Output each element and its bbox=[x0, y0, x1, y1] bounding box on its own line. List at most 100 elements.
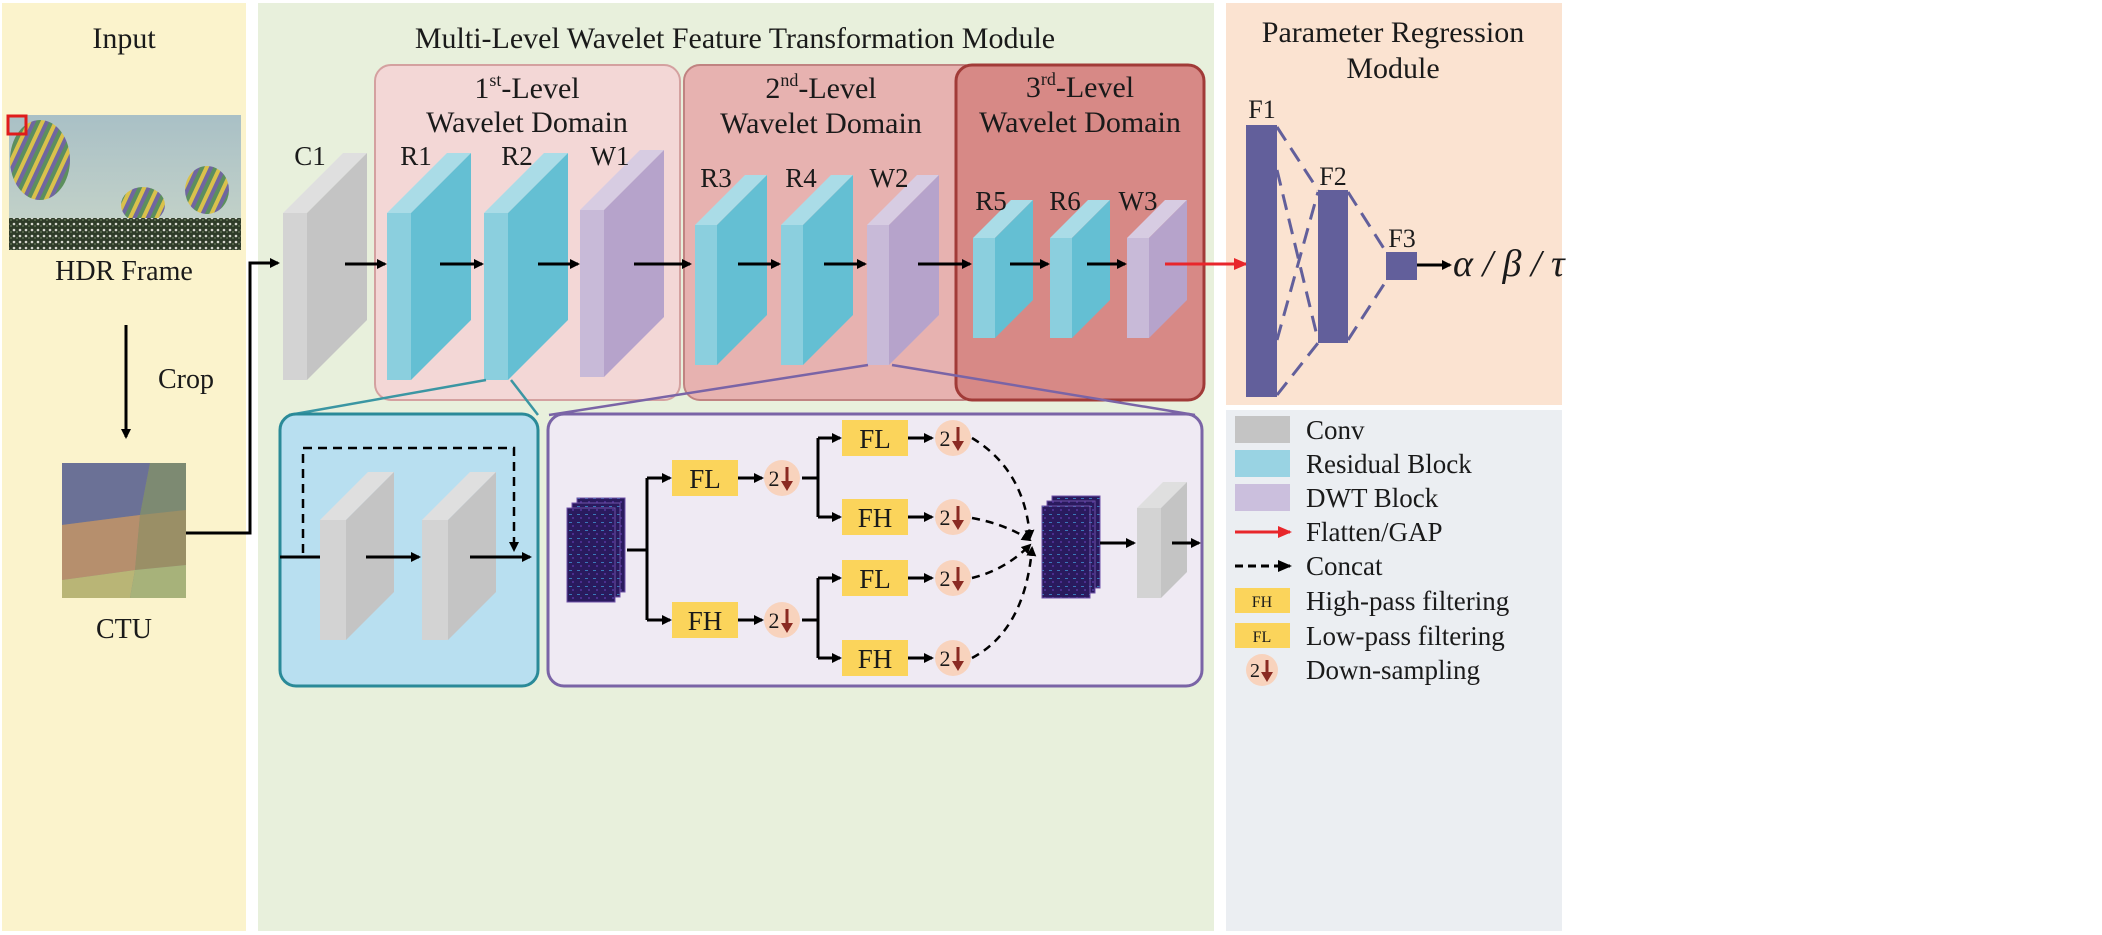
dwt-downsample-stage2-1: 2 bbox=[935, 420, 971, 456]
legend-item-conv: Conv bbox=[1235, 415, 1365, 445]
legend-label-dwt: DWT Block bbox=[1306, 483, 1439, 513]
svg-text:FL: FL bbox=[1253, 629, 1272, 646]
dwt-concat-arrows bbox=[971, 436, 1037, 660]
regression-title-line1: Parameter Regression bbox=[1262, 16, 1524, 49]
dwt-filter-stage2-3: FL bbox=[842, 560, 908, 596]
fc-layer-f2 bbox=[1318, 190, 1348, 343]
block-r4 bbox=[781, 175, 853, 365]
skip-connection bbox=[301, 446, 519, 553]
svg-text:2: 2 bbox=[940, 426, 951, 451]
block-c1 bbox=[283, 153, 367, 380]
wavelet-module-title: Multi-Level Wavelet Feature Transformati… bbox=[415, 22, 1055, 55]
fc-label-f3: F3 bbox=[1388, 224, 1415, 253]
block-label-r5: R5 bbox=[975, 186, 1007, 216]
block-label-c1: C1 bbox=[294, 141, 326, 171]
block-r1 bbox=[387, 153, 471, 380]
legend-item-residual: Residual Block bbox=[1235, 449, 1472, 479]
fc-label-f1: F1 bbox=[1248, 95, 1275, 124]
svg-text:FL: FL bbox=[859, 424, 891, 454]
dwt-zoom-line-right bbox=[891, 363, 1196, 417]
svg-text:FH: FH bbox=[1252, 594, 1273, 611]
legend-swatch-fh bbox=[1235, 588, 1290, 613]
svg-text:2: 2 bbox=[940, 646, 951, 671]
svg-text:2: 2 bbox=[940, 505, 951, 530]
legend-label-fh: High-pass filtering bbox=[1306, 586, 1509, 616]
dwt-downsample-stage2-2: 2 bbox=[935, 499, 971, 535]
ctu-label: CTU bbox=[96, 614, 152, 645]
legend-item-fh: FH High-pass filtering bbox=[1235, 586, 1509, 616]
hdr-frame-image bbox=[6, 114, 241, 250]
svg-text:FH: FH bbox=[688, 606, 723, 636]
dwt-downsample-stage2-3: 2 bbox=[935, 560, 971, 596]
block-r2 bbox=[484, 153, 568, 380]
dwt-tree-lines bbox=[627, 438, 820, 658]
dwt-filter-fl-stage1: FL bbox=[672, 460, 738, 496]
dwt-downsample-stage2-4: 2 bbox=[935, 640, 971, 676]
dwt-input-feature-map bbox=[566, 497, 626, 603]
block-label-w3: W3 bbox=[1119, 186, 1158, 216]
regression-output: α / β / τ bbox=[1453, 243, 1566, 285]
dwt-output-feature-map bbox=[1041, 495, 1101, 599]
level1-domain: Wavelet Domain bbox=[426, 106, 628, 139]
legend-swatch-dwt bbox=[1235, 484, 1290, 511]
level2-domain: Wavelet Domain bbox=[720, 107, 922, 140]
dwt-zoom-line-left bbox=[548, 363, 869, 417]
residual-zoom-line-right bbox=[510, 379, 539, 416]
dwt-downsample-2: 2 bbox=[764, 602, 800, 638]
regression-module-panel bbox=[1226, 3, 1562, 405]
legend-label-concat: Concat bbox=[1306, 551, 1383, 581]
dwt-output-conv bbox=[1137, 482, 1187, 598]
svg-text:FH: FH bbox=[858, 644, 893, 674]
dwt-filter-stage2-1: FL bbox=[842, 420, 908, 456]
fc-layer-f1 bbox=[1246, 125, 1277, 397]
svg-text:2: 2 bbox=[769, 466, 780, 491]
legend-swatch-conv bbox=[1235, 416, 1290, 443]
legend-label-down: Down-sampling bbox=[1306, 655, 1480, 685]
dwt-downsample-1: 2 bbox=[764, 460, 800, 496]
block-label-r2: R2 bbox=[501, 141, 533, 171]
svg-text:2: 2 bbox=[769, 608, 780, 633]
block-label-w1: W1 bbox=[591, 141, 630, 171]
svg-text:2: 2 bbox=[940, 566, 951, 591]
block-label-r1: R1 bbox=[400, 141, 432, 171]
block-label-w2: W2 bbox=[870, 163, 909, 193]
block-r6 bbox=[1050, 200, 1110, 338]
svg-text:FL: FL bbox=[689, 464, 721, 494]
residual-conv-2 bbox=[422, 472, 496, 640]
residual-detail-panel bbox=[278, 412, 540, 688]
block-label-r4: R4 bbox=[785, 163, 817, 193]
svg-text:2: 2 bbox=[1250, 660, 1260, 682]
level3-title: 3rd-Level bbox=[1026, 69, 1134, 104]
crop-region-marker bbox=[6, 114, 28, 136]
input-title: Input bbox=[92, 22, 156, 55]
dwt-filter-fh-stage1: FH bbox=[672, 602, 738, 638]
hdr-frame-label: HDR Frame bbox=[55, 256, 193, 287]
fc-layer-f3 bbox=[1386, 252, 1417, 280]
block-label-r3: R3 bbox=[700, 163, 732, 193]
dwt-filter-stage2-4: FH bbox=[842, 640, 908, 676]
legend-label-flatten: Flatten/GAP bbox=[1306, 517, 1443, 547]
legend-item-concat: Concat bbox=[1235, 551, 1383, 581]
block-r5 bbox=[973, 200, 1033, 338]
block-label-r6: R6 bbox=[1049, 186, 1081, 216]
ctu-to-network-arrow bbox=[186, 258, 280, 535]
legend-label-residual: Residual Block bbox=[1306, 449, 1472, 479]
crop-label: Crop bbox=[158, 364, 214, 395]
block-r3 bbox=[695, 175, 767, 365]
ctu-image bbox=[62, 463, 186, 598]
legend-item-down: 2 Down-sampling bbox=[1246, 654, 1480, 686]
svg-text:FH: FH bbox=[858, 503, 893, 533]
legend-item-dwt: DWT Block bbox=[1235, 483, 1439, 513]
legend-swatch-residual bbox=[1235, 450, 1290, 477]
level1-title: 1st-Level bbox=[474, 70, 579, 105]
legend-label-fl: Low-pass filtering bbox=[1306, 621, 1505, 651]
legend-swatch-fl bbox=[1235, 623, 1290, 648]
fc-connections bbox=[1275, 126, 1390, 396]
dwt-filter-stage2-2: FH bbox=[842, 499, 908, 535]
block-w2 bbox=[867, 175, 939, 365]
residual-zoom-line-left bbox=[288, 378, 487, 417]
legend-label-conv: Conv bbox=[1306, 415, 1365, 445]
legend-item-flatten: Flatten/GAP bbox=[1235, 517, 1443, 547]
